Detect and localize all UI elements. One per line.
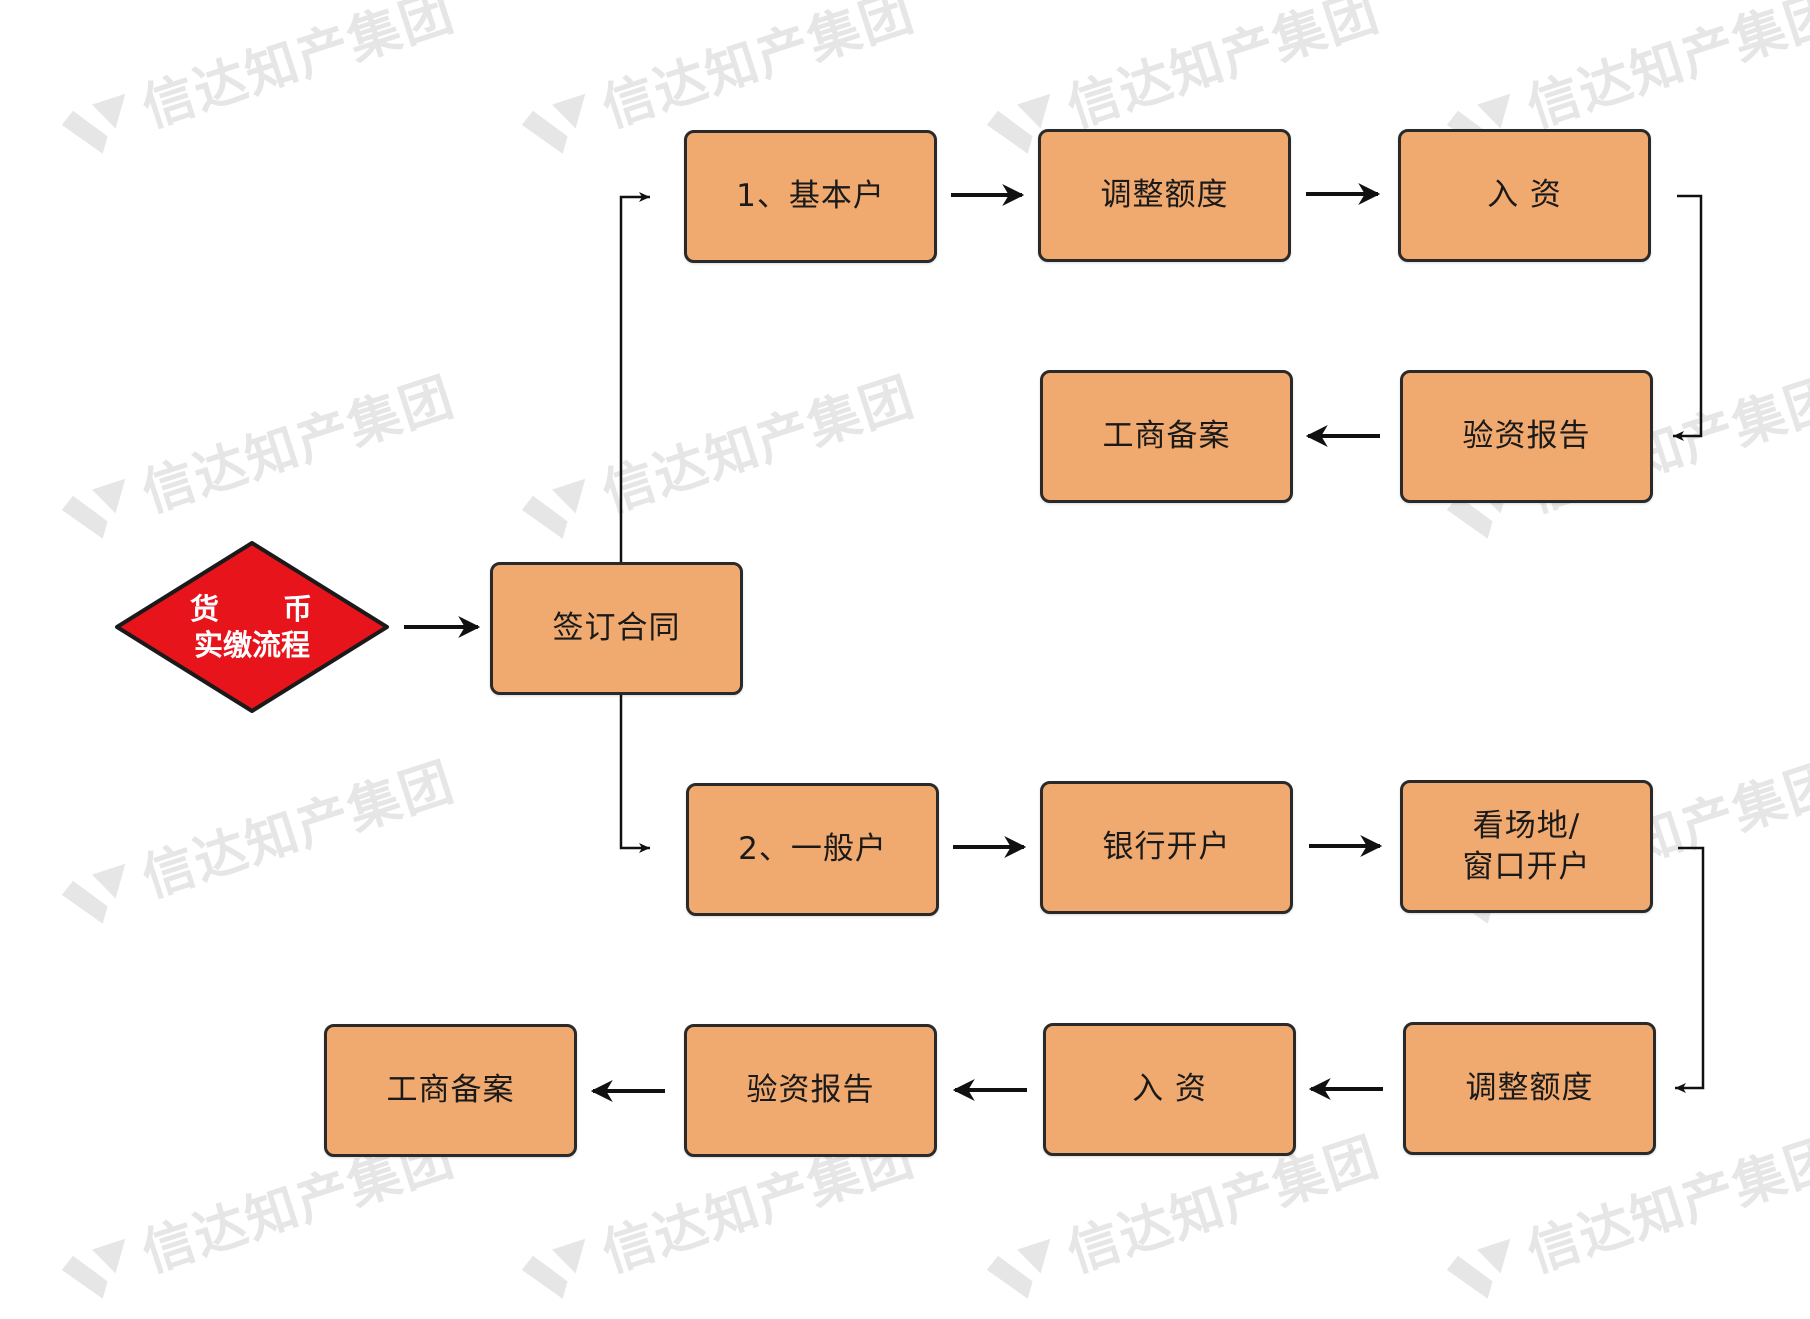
- start-label-char-a: 货: [189, 591, 221, 626]
- start-label-line1: 货币: [190, 591, 314, 627]
- connector-site-to-adjust-bottom: [1675, 846, 1705, 1093]
- start-label-line2: 实缴流程: [193, 628, 310, 662]
- node-general-account: 2、一般户: [686, 783, 939, 916]
- flowchart-canvas: 信达知产集团 信达知产集团 信达知产集团 信达知产集团 信达知产集团 信达知产集…: [61, 0, 1810, 1299]
- node-adjust-quota-bottom: 调整额度: [1403, 1022, 1656, 1155]
- node-sign-contract: 签订合同: [490, 562, 743, 695]
- node-verification-report-top: 验资报告: [1400, 370, 1653, 503]
- node-business-filing-top: 工商备案: [1040, 370, 1293, 503]
- node-business-filing-bottom: 工商备案: [324, 1024, 577, 1157]
- node-site-window: 看场地/ 窗口开户: [1400, 780, 1653, 913]
- connector-contract-to-basic-account: [619, 192, 650, 563]
- node-adjust-quota-top: 调整额度: [1038, 129, 1291, 262]
- start-label-char-b: 币: [283, 591, 315, 626]
- connector-contract-to-general-account: [619, 694, 650, 853]
- node-bank-opening: 银行开户: [1040, 781, 1293, 914]
- start-diamond: 货币 实缴流程: [114, 540, 390, 714]
- start-diamond-shape: [115, 541, 389, 713]
- start-label: 货币 实缴流程: [114, 540, 390, 714]
- node-capital-injection-top: 入 资: [1398, 129, 1651, 262]
- connector-layer: [404, 183, 1705, 1102]
- connector-injection-to-report: [1673, 194, 1703, 441]
- node-verification-report-bottom: 验资报告: [684, 1024, 937, 1157]
- node-basic-account: 1、基本户: [684, 130, 937, 263]
- node-capital-injection-bottom: 入 资: [1043, 1023, 1296, 1156]
